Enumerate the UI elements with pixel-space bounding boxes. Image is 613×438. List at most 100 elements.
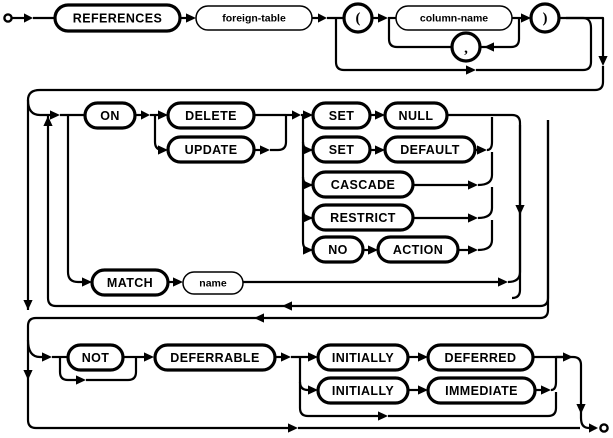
rail-initially2-split: [298, 381, 310, 392]
node-rparen-label: ): [543, 11, 548, 27]
node-cascade-label: CASCADE: [331, 178, 396, 192]
node-initially2-label: INITIALLY: [332, 384, 394, 398]
arrow-match-exit: [498, 277, 508, 287]
node-default-label: DEFAULT: [400, 143, 460, 157]
arrow-to-cascade: [303, 180, 313, 190]
row-deferrable: NOT DEFERRABLE INITIALLY DEFERRED INI: [23, 332, 609, 433]
node-foreign-table-label: foreign-table: [222, 13, 286, 25]
node-initially1-label: INITIALLY: [332, 351, 394, 365]
node-lparen-label: (: [356, 11, 361, 27]
arrow-ref-ft: [186, 13, 196, 23]
rail-not-bypass-up: [86, 357, 138, 382]
arrow-not-deferrable: [144, 352, 154, 362]
arrow-initially-skip: [378, 411, 388, 421]
arrow-row2-exit: [254, 313, 264, 323]
node-restrict-label: RESTRICT: [330, 211, 396, 225]
node-references-label: REFERENCES: [73, 12, 162, 26]
rail-skip-parens: [334, 18, 470, 72]
rail-row3-skip: [26, 332, 290, 430]
arrow-initially1-deferred: [418, 352, 428, 362]
arrow-row1-down: [598, 56, 608, 66]
arrow-to-set1: [303, 110, 313, 120]
node-null-label: NULL: [399, 109, 434, 123]
node-set2-label: SET: [329, 143, 355, 157]
arrow-merge-out: [292, 110, 301, 120]
arrow-match-name: [173, 277, 183, 287]
arrow-set1-null: [375, 110, 385, 120]
arrow-actions-loopback: [282, 301, 292, 311]
node-not-label: NOT: [82, 351, 110, 365]
arrow-set2-default: [375, 145, 385, 155]
arrow-restrict-merge: [468, 213, 478, 223]
arrow-col-rparen: [521, 13, 531, 23]
rail-comma-loopback: [387, 18, 452, 49]
arrow-row3-exit-down: [576, 404, 586, 414]
arrow-immediate-merge: [541, 385, 551, 395]
node-update-label: UPDATE: [185, 143, 238, 157]
rail-row2-exit: [36, 120, 550, 320]
node-deferred-label: DEFERRED: [445, 351, 517, 365]
rail-initially-skip-up: [388, 392, 558, 418]
arrow-on-update: [158, 145, 168, 155]
arrow-end: [589, 423, 598, 433]
arrow-to-no: [303, 245, 313, 255]
rail-match-exit-up: [507, 125, 522, 284]
rail-row2-left: [26, 88, 41, 310]
node-deferrable-label: DEFERRABLE: [170, 351, 259, 365]
rail-to-match: [66, 115, 84, 284]
node-no-label: NO: [328, 243, 348, 257]
rail-row1-wrap: [40, 66, 605, 92]
rail-actions-loopback: [46, 116, 540, 308]
rail-actions-exit-join: [511, 289, 522, 300]
rail-row1-to-row2: [559, 16, 605, 58]
arrow-on-delete: [158, 110, 168, 120]
rail-actions-exit: [492, 113, 522, 290]
arrow-default-merge: [477, 145, 487, 155]
rail-initially-skip: [298, 357, 380, 418]
arrow-initially2-immediate: [418, 385, 428, 395]
arrow-row3-left-down: [23, 370, 33, 380]
rail-actions-loopback-up: [539, 120, 550, 308]
arrow-comma-left: [484, 42, 494, 52]
arrow-update-merge: [260, 145, 270, 155]
arrow-actions-loopback-up: [43, 116, 53, 126]
arrow-to-initially1: [308, 352, 318, 362]
arrow-to-restrict: [303, 213, 313, 223]
arrow-start: [24, 13, 33, 23]
rail-comma-right: [480, 18, 521, 49]
arrow-cascade-merge: [468, 180, 478, 190]
node-on-label: ON: [100, 109, 120, 123]
arrow-on-out: [141, 110, 150, 120]
node-immediate-label: IMMEDIATE: [445, 384, 518, 398]
node-set1-label: SET: [329, 109, 355, 123]
arrow-action-merge: [468, 245, 478, 255]
rail-immediate-merge-up: [550, 357, 558, 392]
start-terminator-icon: [3, 13, 13, 23]
node-name-label: name: [199, 277, 227, 289]
rail-row3-exit: [572, 355, 596, 430]
rail-row2-wrap: [26, 316, 37, 332]
row-references: REFERENCES foreign-table ( column-name ,: [3, 2, 608, 92]
row-actions: ON DELETE UPDATE SET: [23, 88, 550, 332]
arrow-skip-parens: [466, 65, 476, 75]
rail-row2-entry: [26, 99, 52, 117]
arrow-no-action: [368, 245, 378, 255]
rail-on-update: [153, 115, 165, 152]
end-terminator-icon: [599, 423, 609, 433]
node-column-name-label: column-name: [420, 13, 488, 25]
node-comma-label: ,: [464, 41, 468, 57]
rail-restrict-merge-up: [477, 187, 494, 220]
rail-not-bypass: [58, 357, 78, 382]
arrow-deferrable-out: [281, 352, 291, 362]
arrow-row2-entry: [50, 110, 60, 120]
node-match-label: MATCH: [107, 276, 153, 290]
rail-action-merge-up: [477, 220, 494, 252]
arrow-ft-out: [318, 13, 327, 23]
arrow-row2-left-down: [23, 300, 33, 310]
rail-default-merge-up: [486, 117, 494, 152]
arrow-lparen-col: [378, 13, 388, 23]
rail-cascade-merge-up: [477, 152, 494, 187]
rail-update-merge-up: [270, 115, 288, 152]
arrow-not-bypass: [76, 375, 86, 385]
